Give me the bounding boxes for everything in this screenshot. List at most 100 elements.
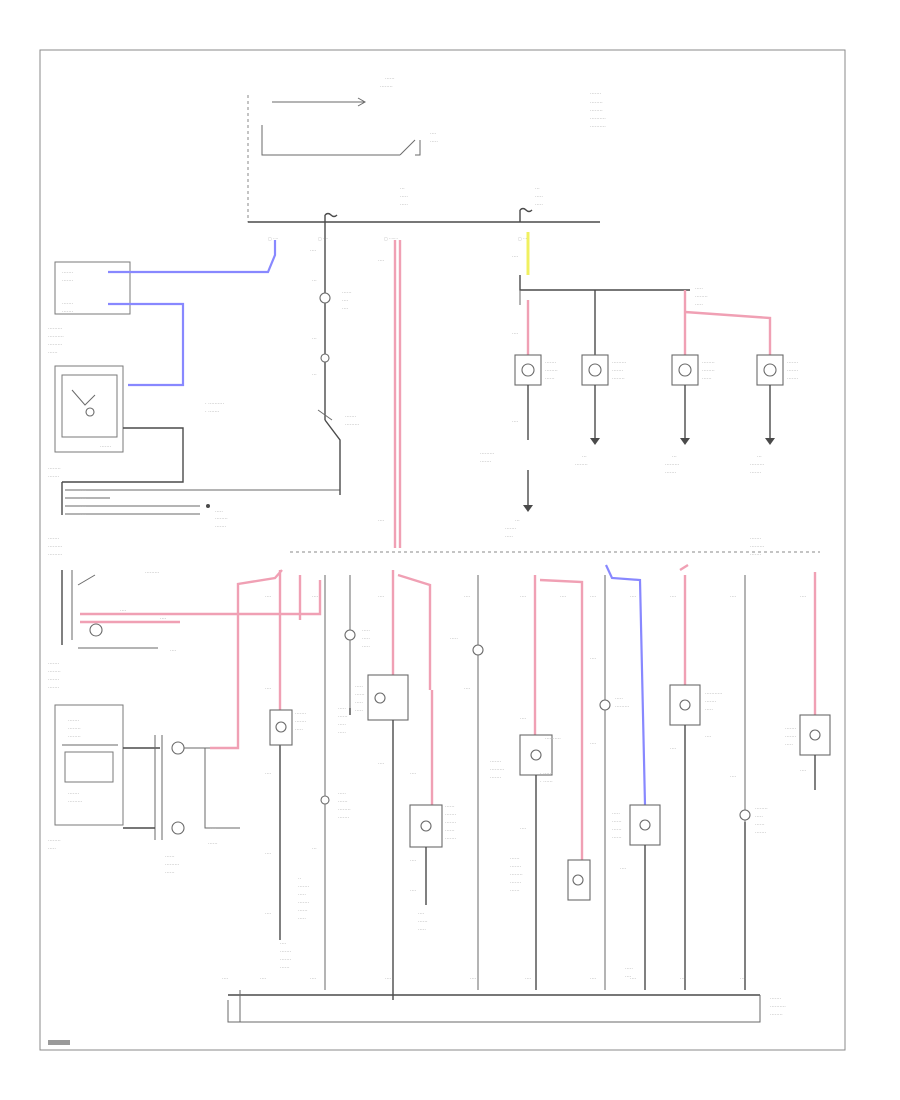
dimmer-rheostat: ······ ········· ······ ···· ······ [123,735,240,876]
wire-blue-1 [108,240,277,274]
svg-text:····: ···· [590,594,597,600]
svg-text:····: ···· [525,976,532,982]
svg-text:·········: ········· [48,342,63,348]
svg-text:·····: ····· [450,636,458,642]
svg-text:·····: ····· [535,194,543,200]
svg-text:···: ··· [312,278,317,284]
svg-text:·····: ····· [295,727,303,733]
svg-text:····: ···· [260,976,267,982]
svg-text:· ·······: · ······· [205,409,220,415]
svg-text:········: ········ [755,806,768,812]
svg-text:······: ······ [510,888,520,894]
connector-row-top: ▢ ···· ▢ ···· ▢ ······· ▢ ····· [268,236,529,241]
svg-text:·······: ······· [505,526,517,532]
right-top-bus: ····· ········ ····· [519,275,708,308]
column-left-black: ···· ··· ······ ···· ···· ··· ··· ······… [310,222,360,495]
svg-text:········: ········ [590,100,603,106]
svg-text:········: ········ [510,872,523,878]
svg-text:····: ···· [470,976,477,982]
svg-text:·······: ······· [787,368,799,374]
svg-text:····: ···· [410,771,417,777]
lower-left-relay: ······· ········· ········· ······· ····… [48,536,177,691]
right-lamp-4: ······· ······· ······· ··· ········· ··… [750,354,799,476]
svg-text:····: ···· [80,504,87,510]
svg-text:······: ······ [445,828,455,834]
lower-col-h: ···· ····· ········· ···· ···· [590,575,630,990]
svg-text:······: ······ [418,919,428,925]
svg-text:·····: ····· [48,846,56,852]
svg-text:······: ······ [165,870,175,876]
svg-text:·······: ······· [280,957,292,963]
svg-text:····: ···· [120,608,127,614]
svg-text:······: ······ [165,854,175,860]
svg-text:····: ···· [560,594,567,600]
wire-blue-lower [605,564,647,806]
svg-text:·······: ······· [62,270,74,276]
svg-text:······: ······ [445,804,455,810]
svg-text:·······: ······· [100,444,112,450]
svg-text:····: ···· [680,976,687,982]
lower-col-i: ···· ····· ······ ······ ······ ···· ···… [612,594,661,990]
svg-text:·····: ····· [338,722,346,728]
svg-text:·······: ······· [215,524,227,530]
lower-col-d: ···· ···· ····· ······ ····· ····· [355,570,432,1000]
svg-text:····: ···· [265,851,272,857]
svg-text:········: ········ [68,734,81,740]
svg-text:·······: ······· [750,552,762,558]
svg-text:····: ···· [630,976,637,982]
svg-text:·······: ······· [62,278,74,284]
svg-text:·······: ······· [770,996,782,1002]
svg-text:·······: ······· [68,718,80,724]
svg-text:·········: ········· [165,862,180,868]
svg-text:·······: ······· [490,775,502,781]
svg-text:·······: ······· [445,812,457,818]
svg-text:········: ········ [575,462,588,468]
svg-text:·····: ····· [355,700,363,706]
svg-text:····: ···· [310,248,317,254]
svg-text:······: ······ [338,714,348,720]
svg-text:····: ···· [312,594,319,600]
svg-text:·········: ········· [612,360,627,366]
svg-text:·······: ······· [787,360,799,366]
svg-text:····: ···· [80,488,87,494]
svg-text:··········: ·········· [590,124,606,130]
svg-text:·······: ······· [345,414,357,420]
svg-text:····: ···· [418,911,425,917]
svg-text:···: ··· [312,336,317,342]
svg-text:····: ···· [378,594,385,600]
lower-col-a: ···· ······· ······· ····· ···· ···· ···… [265,570,310,971]
svg-text:·········: ········· [145,570,160,576]
svg-text:···: ··· [672,454,677,460]
svg-text:·······: ······· [750,470,762,476]
svg-text:·······: ······· [298,884,310,890]
switch-outputs: ········ ······· ···· ···· ···· ···· ···… [48,401,341,530]
diagram-frame [39,49,846,1051]
svg-text:····: ···· [464,686,471,692]
svg-text:··: ·· [298,876,302,882]
svg-text:····: ···· [378,518,385,524]
svg-text:▢ ·······: ▢ ······· [384,236,398,241]
svg-text:·······: ······· [62,301,74,307]
svg-text:·······: ······· [48,677,60,683]
svg-text:····: ···· [80,496,87,502]
svg-text:·····: ····· [298,892,306,898]
svg-text:··········: ·········· [770,1004,786,1010]
svg-text:▢ ····: ▢ ···· [268,236,278,241]
lower-col-e: ···· ······ ······· ······· ······ ·····… [409,690,457,933]
svg-text:·········: ········· [480,451,495,457]
lower-col-b: ···· ····· ······ ····· ····· ····· ····… [312,575,351,990]
svg-text:········: ········ [590,108,603,114]
svg-text:······: ······ [612,827,622,833]
svg-text:··········: ·········· [545,736,561,742]
svg-text:·······: ······· [490,759,502,765]
wire-pink-left-1 [80,580,322,616]
svg-text:········: ········ [215,516,228,522]
svg-text:····: ···· [170,648,177,654]
svg-text:···: ··· [312,846,317,852]
svg-text:···········: ··········· [705,691,723,697]
svg-text:·······: ······· [590,91,602,97]
svg-text:·····: ····· [338,706,346,712]
svg-text:·····: ····· [535,202,543,208]
svg-text:···: ··· [400,186,405,192]
svg-text:····: ···· [625,974,632,980]
